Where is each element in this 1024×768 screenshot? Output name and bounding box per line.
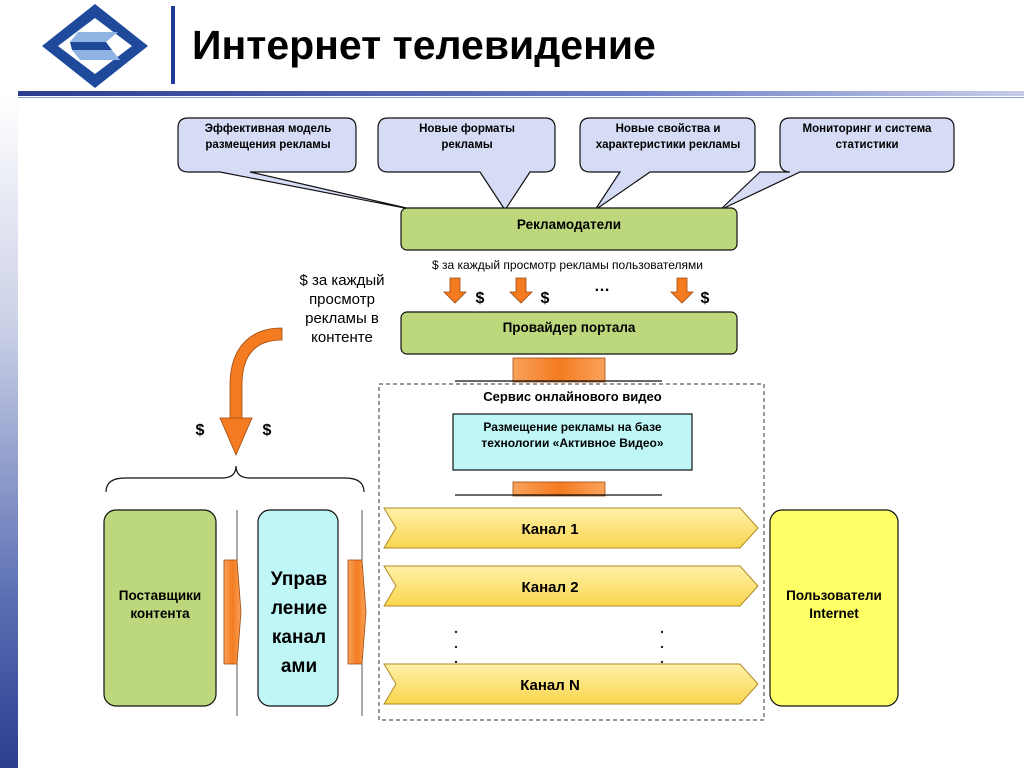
company-logo — [42, 4, 148, 88]
bubble-text-3: Новые свойства и характеристики рекламы — [595, 123, 741, 151]
orange-connector-top — [455, 357, 662, 383]
callout-bubble-4 — [719, 117, 955, 211]
dollar-sign-left-2: $ — [262, 422, 272, 439]
brace — [105, 465, 365, 493]
channel-arrow-1 — [383, 507, 759, 549]
content-providers-box — [103, 509, 217, 707]
internet-users-label: Пользователи Internet — [786, 588, 882, 621]
channel-arrow-2 — [383, 565, 759, 607]
page-title: Интернет телевидение — [192, 22, 656, 68]
service-title: Сервис онлайнового видео — [483, 389, 662, 404]
per-view-top-label: $ за каждый просмотр рекламы пользовател… — [432, 258, 703, 272]
header-divider-thin — [18, 97, 1024, 98]
portal-provider-label: Провайдер портала — [502, 320, 636, 335]
dollar-sign-2: $ — [540, 290, 550, 307]
portal-provider-box — [400, 311, 738, 355]
ellipsis-mark: … — [594, 278, 610, 295]
channel-management-box — [257, 509, 339, 707]
down-arrow-1 — [443, 277, 467, 304]
bubble-text-1: Эффективная модель размещения рекламы — [204, 123, 332, 151]
down-arrow-3 — [670, 277, 694, 304]
ad-placement-label: Размещение рекламы на базе технологии «А… — [481, 420, 664, 450]
advertisers-label: Рекламодатели — [516, 217, 622, 232]
ad-placement-box — [452, 413, 693, 471]
flow-arrow-1 — [223, 510, 242, 716]
content-providers-label: Поставщики контента — [118, 588, 202, 621]
callout-bubble-2 — [377, 117, 556, 212]
channel-ellipsis-dots — [454, 630, 664, 664]
channel-2-label: Канал 2 — [521, 579, 579, 596]
decorative-side-band — [0, 96, 18, 768]
bubble-text-2: Новые форматы рекламы — [419, 123, 515, 151]
dollar-sign-1: $ — [475, 290, 485, 307]
per-view-left-label: $ за каждый просмотр рекламы в контенте — [299, 272, 385, 346]
channel-management-label: Управ ление канал ами — [270, 569, 328, 677]
internet-users-box — [769, 509, 899, 707]
online-video-service-frame — [378, 383, 765, 721]
channel-n-label: Канал N — [520, 677, 580, 694]
flow-arrow-2 — [347, 510, 367, 716]
channel-arrow-n — [383, 663, 759, 705]
channel-1-label: Канал 1 — [521, 521, 579, 538]
curved-arrow-left — [219, 327, 283, 457]
down-arrow-2 — [509, 277, 533, 304]
dollar-sign-left-1: $ — [195, 422, 205, 439]
bubble-text-4: Мониторинг и система статистики — [802, 123, 932, 151]
dollar-sign-3: $ — [700, 290, 710, 307]
callout-bubble-3 — [579, 117, 756, 211]
header-divider — [18, 91, 1024, 96]
callout-bubble-1 — [177, 117, 416, 211]
title-accent-bar — [171, 6, 175, 84]
advertisers-box — [400, 207, 738, 251]
orange-connector-bottom — [455, 481, 662, 497]
